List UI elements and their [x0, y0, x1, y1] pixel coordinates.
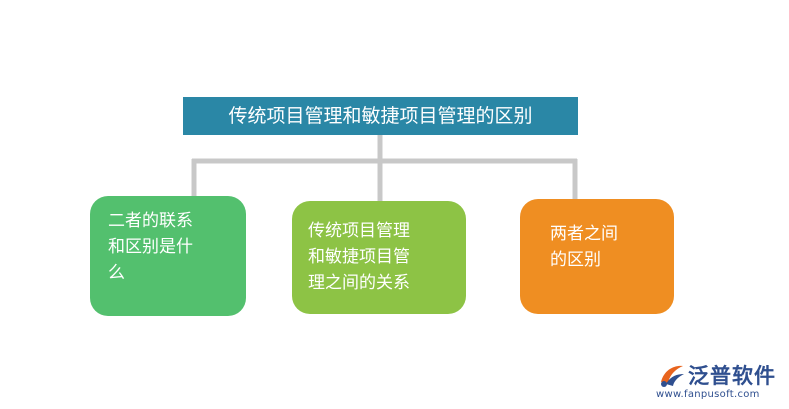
- node-relationship: 传统项目管理 和敏捷项目管 理之间的关系: [292, 201, 466, 314]
- brand-logo: 泛普软件 www.fanpusoft.com: [652, 358, 784, 404]
- node-difference: 两者之间 的区别: [520, 199, 674, 314]
- fanpu-logo-icon: [661, 365, 684, 387]
- logo-name: 泛普软件: [688, 364, 776, 388]
- node-relation-and-difference: 二者的联系 和区别是什 么: [90, 196, 246, 316]
- diagram-title: 传统项目管理和敏捷项目管理的区别: [183, 97, 578, 135]
- logo-url: www.fanpusoft.com: [656, 389, 760, 400]
